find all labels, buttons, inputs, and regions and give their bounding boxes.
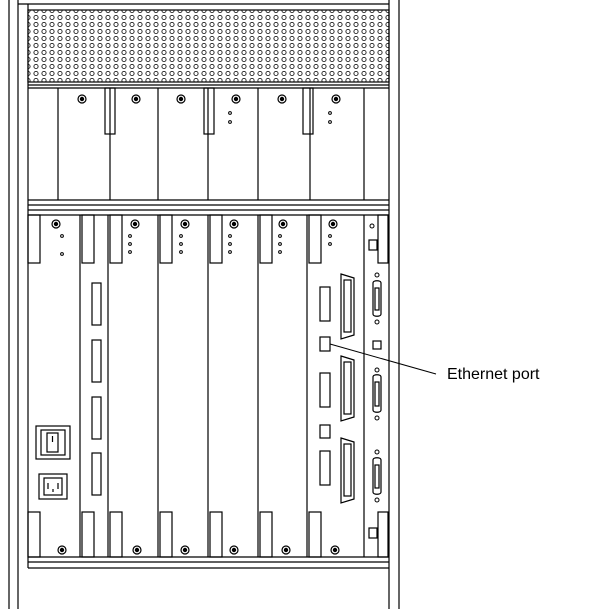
callout-label-ethernet-port: Ethernet port (447, 366, 540, 383)
lower-card-bay (27, 209, 389, 563)
cabinet-frame (8, 0, 400, 609)
callout-leader-line (329, 343, 437, 375)
ac-inlet-icon (38, 473, 68, 500)
upper-module-bay (28, 87, 389, 206)
screw-icons-lower-bottom (57, 545, 340, 555)
ethernet-port-icon (319, 336, 331, 352)
screw-icons-upper (77, 94, 341, 104)
screw-icons-lower-top (51, 219, 338, 229)
power-switch-icon (35, 425, 71, 460)
vent-grille-icon (27, 9, 390, 83)
